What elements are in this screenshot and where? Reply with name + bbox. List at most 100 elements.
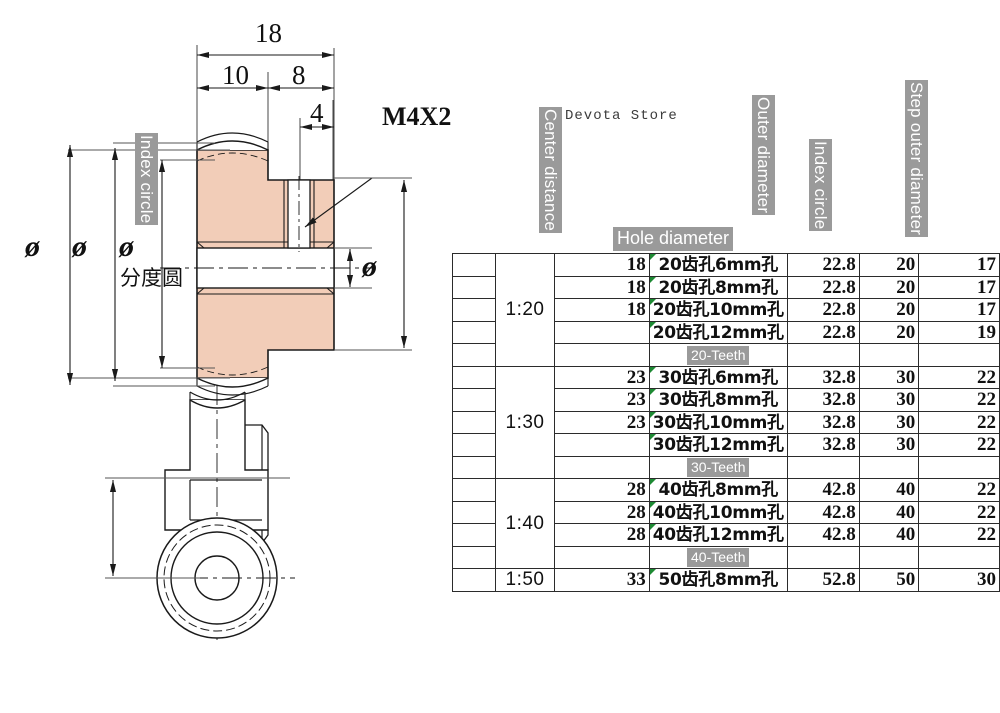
- teeth-badge: 40-Teeth: [687, 548, 750, 568]
- cell-hole-diameter: 40齿孔8mm孔: [648, 478, 788, 502]
- cell-step-outer-diameter: 22: [918, 433, 1000, 457]
- cell-outer-diameter: 32.8: [786, 388, 860, 412]
- cell-teeth-badge: 20-Teeth: [648, 343, 788, 367]
- cell-ratio: 1:20: [494, 253, 556, 367]
- cell-ratio: 1:40: [494, 478, 556, 569]
- dim-screw-offset: 4: [310, 98, 324, 128]
- cell-center-distance: 18: [554, 253, 650, 277]
- cell-ratio: 1:30: [494, 365, 556, 479]
- cell-step-outer-diameter: [918, 343, 1000, 367]
- cell-hole-diameter: 20齿孔8mm孔: [648, 275, 788, 299]
- cell-outer-diameter: 22.8: [786, 253, 860, 277]
- cell-hole-diameter: 40齿孔12mm孔: [648, 523, 788, 547]
- hole-diameter-text: 30齿孔12mm孔: [652, 435, 784, 456]
- cell-hole-diameter: 20齿孔10mm孔: [648, 298, 788, 322]
- thread-note-m4x2: M4X2: [382, 102, 452, 131]
- cell-index-circle: 20: [858, 298, 920, 322]
- cell-blank: [452, 455, 496, 479]
- cell-step-outer-diameter: 22: [918, 388, 1000, 412]
- cell-hole-diameter: 30齿孔6mm孔: [648, 365, 788, 389]
- cell-step-outer-diameter: 17: [918, 298, 1000, 322]
- cell-hole-diameter: 50齿孔8mm孔: [648, 568, 788, 592]
- cell-hole-diameter: 40齿孔10mm孔: [648, 500, 788, 524]
- cell-index-circle: 20: [858, 253, 920, 277]
- cell-step-outer-diameter: 17: [918, 253, 1000, 277]
- cell-outer-diameter: 32.8: [786, 410, 860, 434]
- cell-hole-diameter: 30齿孔8mm孔: [648, 388, 788, 412]
- cell-center-distance: 28: [554, 500, 650, 524]
- cell-center-distance: [554, 320, 650, 344]
- teeth-badge: 20-Teeth: [687, 345, 750, 365]
- header-index-circle: Index circle: [809, 139, 832, 232]
- cell-blank: [452, 545, 496, 569]
- cell-center-distance: [554, 343, 650, 367]
- header-center-distance: Center distance: [539, 107, 562, 234]
- phi-index-outer-diameter: ø: [72, 230, 87, 263]
- cell-outer-diameter: [786, 455, 860, 479]
- cell-index-circle: 30: [858, 388, 920, 412]
- cell-blank: [452, 320, 496, 344]
- cell-outer-diameter: 52.8: [786, 568, 860, 592]
- cell-index-circle: 30: [858, 433, 920, 457]
- hole-diameter-text: 30齿孔6mm孔: [658, 367, 778, 388]
- cell-center-distance: 23: [554, 410, 650, 434]
- cell-blank: [452, 568, 496, 592]
- cell-outer-diameter: 22.8: [786, 275, 860, 299]
- cell-outer-diameter: 42.8: [786, 500, 860, 524]
- hole-diameter-text: 20齿孔6mm孔: [658, 255, 778, 276]
- header-outer-diameter: Outer diameter: [752, 95, 775, 216]
- index-circle-label-cn: 分度圆: [120, 266, 183, 290]
- phi-bore-diameter: ø: [362, 250, 377, 283]
- gear-technical-drawing: [66, 45, 412, 640]
- cell-step-outer-diameter: [918, 455, 1000, 479]
- teeth-badge: 30-Teeth: [687, 458, 750, 478]
- cell-index-circle: 40: [858, 478, 920, 502]
- cell-step-outer-diameter: 22: [918, 365, 1000, 389]
- header-hole-diameter-wrap: Hole diameter: [613, 227, 734, 251]
- cell-outer-diameter: 42.8: [786, 478, 860, 502]
- cell-step-outer-diameter: 22: [918, 410, 1000, 434]
- cell-index-circle: 50: [858, 568, 920, 592]
- cell-center-distance: 18: [554, 298, 650, 322]
- cell-center-distance: [554, 433, 650, 457]
- cell-step-outer-diameter: 22: [918, 500, 1000, 524]
- dim-total-width: 18: [255, 18, 282, 48]
- cell-hole-diameter: 30齿孔10mm孔: [648, 410, 788, 434]
- cell-blank: [452, 523, 496, 547]
- cell-blank: [452, 388, 496, 412]
- cell-index-circle: [858, 343, 920, 367]
- hole-diameter-text: 30齿孔8mm孔: [658, 390, 778, 411]
- cell-index-circle: 20: [858, 275, 920, 299]
- cell-center-distance: [554, 455, 650, 479]
- cell-blank: [452, 478, 496, 502]
- cell-step-outer-diameter: 17: [918, 275, 1000, 299]
- cell-center-distance: 28: [554, 523, 650, 547]
- cell-blank: [452, 410, 496, 434]
- phi-index-circle: ø: [119, 230, 134, 263]
- cell-index-circle: 20: [858, 320, 920, 344]
- table-row-badge: 20-Teeth: [452, 343, 1000, 367]
- table-row-badge: 40-Teeth: [452, 545, 1000, 569]
- phi-outer-diameter: ø: [25, 230, 40, 263]
- cell-blank: [452, 500, 496, 524]
- cell-center-distance: 28: [554, 478, 650, 502]
- hole-diameter-text: 20齿孔8mm孔: [658, 277, 778, 298]
- cell-outer-diameter: 32.8: [786, 365, 860, 389]
- cell-index-circle: [858, 455, 920, 479]
- cell-outer-diameter: 32.8: [786, 433, 860, 457]
- cell-outer-diameter: [786, 343, 860, 367]
- cell-step-outer-diameter: 30: [918, 568, 1000, 592]
- hole-diameter-text: 20齿孔12mm孔: [652, 322, 784, 343]
- cell-teeth-badge: 30-Teeth: [648, 455, 788, 479]
- cell-outer-diameter: 22.8: [786, 298, 860, 322]
- cell-outer-diameter: [786, 545, 860, 569]
- cell-center-distance: 23: [554, 388, 650, 412]
- cell-index-circle: [858, 545, 920, 569]
- cell-outer-diameter: 22.8: [786, 320, 860, 344]
- table-row-badge: 30-Teeth: [452, 455, 1000, 479]
